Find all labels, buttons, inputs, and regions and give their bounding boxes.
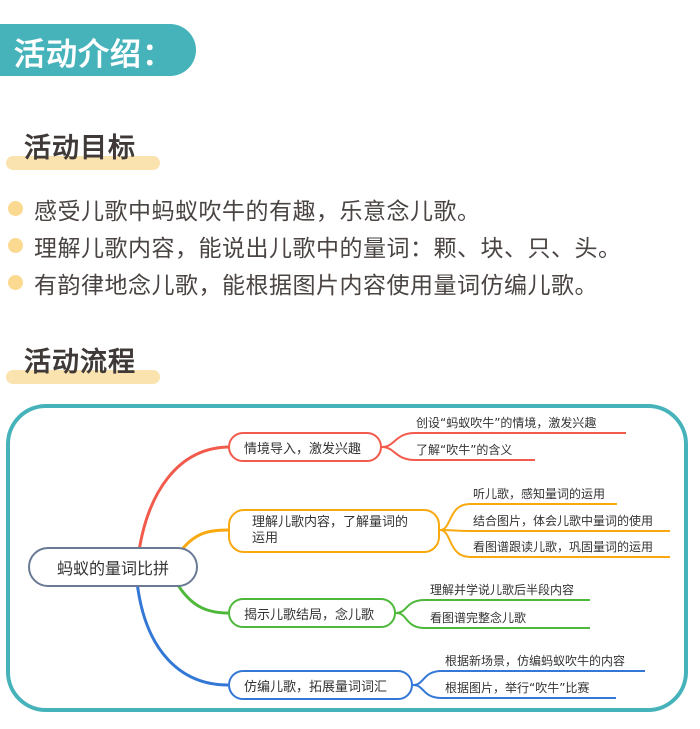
goal-text: 有韵律地念儿歌，能根据图片内容使用量词仿编儿歌。 [34, 273, 598, 299]
goal-text: 感受儿歌中蚂蚁吹牛的有趣，乐意念儿歌。 [34, 199, 481, 225]
leaf-item: 了解“吹牛”的含义 [416, 443, 513, 457]
leaf-item: 创设“蚂蚁吹牛”的情境，激发兴趣 [416, 416, 597, 430]
intro-title: 活动介绍： [14, 37, 174, 73]
goals-title: 活动目标 [24, 133, 136, 164]
goal-item: 感受儿歌中蚂蚁吹牛的有趣，乐意念儿歌。 [0, 192, 700, 229]
leaf-item: 根据图片，举行“吹牛”比赛 [445, 681, 590, 695]
branch-label: 揭示儿歌结局，念儿歌 [244, 607, 375, 623]
goal-text: 理解儿歌内容，能说出儿歌中的量词：颗、块、只、头。 [34, 236, 622, 262]
leaf-item: 结合图片，体会儿歌中量词的使用 [473, 514, 654, 528]
goal-item: 理解儿歌内容，能说出儿歌中的量词：颗、块、只、头。 [0, 229, 700, 266]
branch-label: 仿编儿歌，拓展量词词汇 [244, 679, 388, 695]
leaf-item: 理解并学说儿歌后半段内容 [430, 583, 575, 597]
goal-item: 有韵律地念儿歌，能根据图片内容使用量词仿编儿歌。 [0, 266, 700, 303]
branch-node-adapt[interactable]: 仿编儿歌，拓展量词词汇 [228, 670, 413, 700]
mindmap-root[interactable]: 蚂蚁的量词比拼 [28, 547, 198, 587]
bullet-dot-icon [8, 201, 23, 216]
intro-banner: 活动介绍： [0, 24, 196, 76]
branch-node-understand[interactable]: 理解儿歌内容，了解量词的 运用 [228, 509, 440, 553]
leaf-item: 根据新场景，仿编蚂蚁吹牛的内容 [445, 654, 626, 668]
bullet-dot-icon [8, 275, 23, 290]
goals-list: 感受儿歌中蚂蚁吹牛的有趣，乐意念儿歌。 理解儿歌内容，能说出儿歌中的量词：颗、块… [0, 192, 700, 303]
process-title: 活动流程 [24, 347, 136, 378]
bullet-dot-icon [8, 238, 23, 253]
heading-highlight [6, 156, 160, 170]
goals-heading: 活动目标 [6, 122, 160, 172]
branch-label: 运用 [252, 531, 279, 546]
branch-label: 情境导入，激发兴趣 [244, 441, 362, 457]
leaf-item: 看图谱完整念儿歌 [430, 611, 527, 625]
mindmap-frame [6, 404, 688, 712]
leaf-item: 看图谱跟读儿歌，巩固量词的运用 [473, 540, 654, 554]
branch-label: 理解儿歌内容，了解量词的 [252, 515, 409, 530]
heading-highlight [6, 370, 160, 384]
branch-node-reveal[interactable]: 揭示儿歌结局，念儿歌 [228, 598, 396, 628]
branch-node-intro[interactable]: 情境导入，激发兴趣 [228, 432, 382, 462]
root-label: 蚂蚁的量词比拼 [56, 559, 169, 578]
process-heading: 活动流程 [6, 336, 160, 386]
leaf-item: 听儿歌，感知量词的运用 [473, 487, 606, 501]
